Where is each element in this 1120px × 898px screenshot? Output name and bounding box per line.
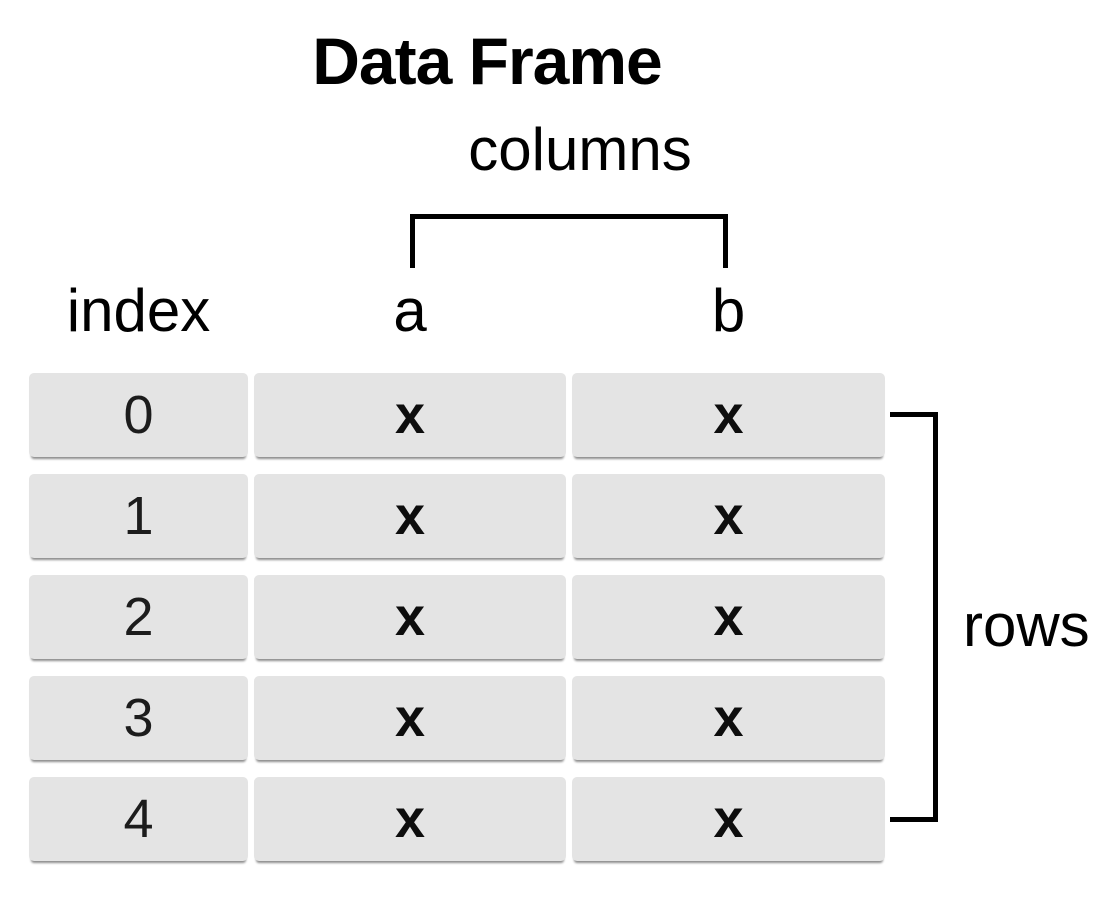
value-cell: x: [394, 486, 426, 546]
table-row: 2 x x: [0, 575, 1120, 659]
table-row: 1 x x: [0, 474, 1120, 558]
index-cell: 3: [29, 676, 248, 760]
rows-bracket: [890, 412, 938, 822]
columns-bracket: [410, 214, 728, 268]
value-cell: x: [394, 385, 426, 445]
value-cell: x: [713, 688, 744, 748]
index-cell: 2: [29, 575, 248, 659]
columns-label: columns: [468, 116, 692, 183]
value-cell: x: [713, 789, 744, 849]
value-cell: x: [394, 688, 426, 748]
value-cell: x: [394, 587, 426, 647]
diagram-title: Data Frame: [312, 24, 663, 98]
index-cell: 4: [29, 777, 248, 861]
value-cell: x: [394, 789, 426, 849]
index-cell: 0: [29, 373, 248, 457]
column-header-a: a: [393, 277, 427, 344]
table-row: 4 x x: [0, 777, 1120, 861]
index-header-label: index: [66, 277, 211, 344]
value-cell: x: [713, 385, 744, 445]
table-row: 3 x x: [0, 676, 1120, 760]
column-header-b: b: [711, 277, 746, 344]
index-cell: 1: [29, 474, 248, 558]
rows-label: rows: [963, 592, 1090, 659]
value-cell: x: [713, 587, 744, 647]
table-row: 0 x x: [0, 373, 1120, 457]
value-cell: x: [713, 486, 744, 546]
